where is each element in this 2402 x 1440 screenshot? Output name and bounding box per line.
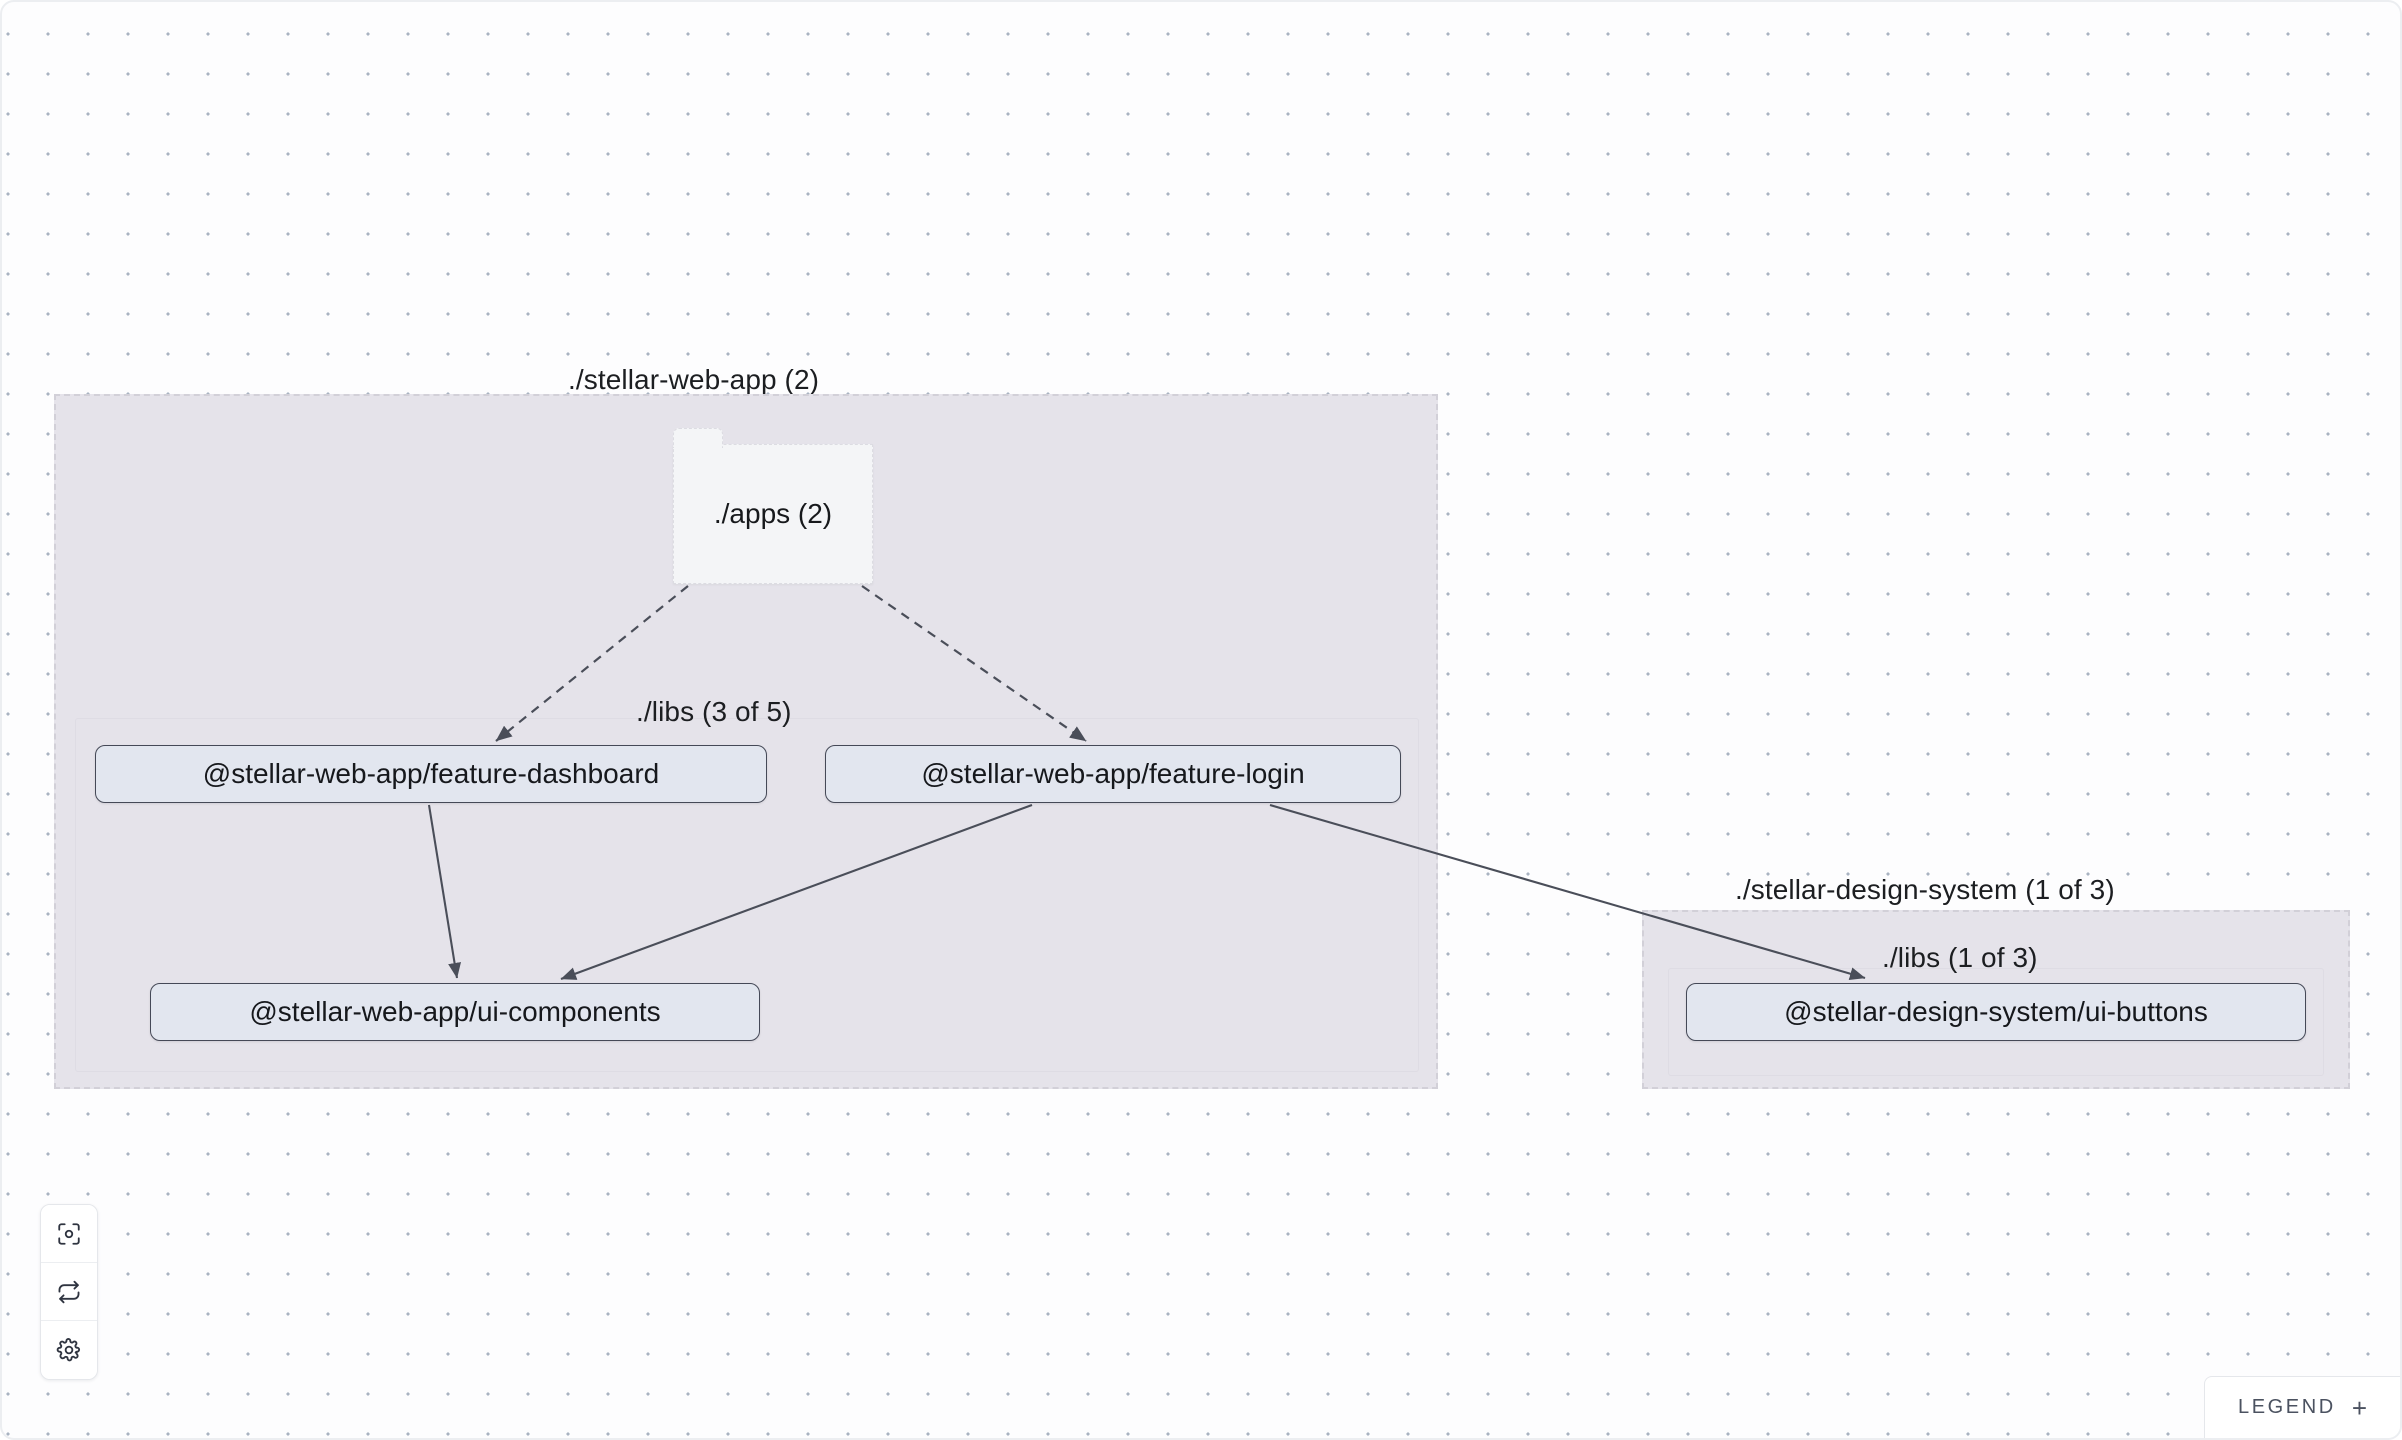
gear-icon-button[interactable]: [41, 1321, 97, 1379]
legend-toggle-button[interactable]: LEGEND +: [2204, 1376, 2400, 1438]
subgroup-design-system-libs[interactable]: [1668, 968, 2324, 1076]
legend-label: LEGEND: [2237, 1396, 2336, 1418]
focus-target-icon-button[interactable]: [41, 1205, 97, 1263]
subgroup-label-design-system-libs: ./libs (1 of 3): [1882, 942, 2038, 973]
folder-node-apps[interactable]: ./apps (2): [672, 428, 873, 584]
subgroup-label-web-app-libs: ./libs (3 of 5): [636, 696, 792, 727]
canvas-toolbar[interactable]: [40, 1204, 98, 1380]
plus-icon: +: [2351, 1392, 2368, 1423]
refresh-loop-icon: [56, 1279, 82, 1305]
project-node-ui-buttons[interactable]: @stellar-design-system/ui-buttons: [1686, 983, 2306, 1041]
gear-icon: [56, 1337, 82, 1363]
group-label-stellar-design-system: ./stellar-design-system (1 of 3): [1735, 874, 2115, 905]
focus-target-icon: [56, 1221, 82, 1247]
refresh-loop-icon-button[interactable]: [41, 1263, 97, 1321]
project-node-feature-login[interactable]: @stellar-web-app/feature-login: [825, 745, 1401, 803]
project-node-feature-dashboard[interactable]: @stellar-web-app/feature-dashboard: [95, 745, 767, 803]
project-node-ui-components[interactable]: @stellar-web-app/ui-components: [150, 983, 760, 1041]
group-label-stellar-web-app: ./stellar-web-app (2): [568, 364, 820, 395]
